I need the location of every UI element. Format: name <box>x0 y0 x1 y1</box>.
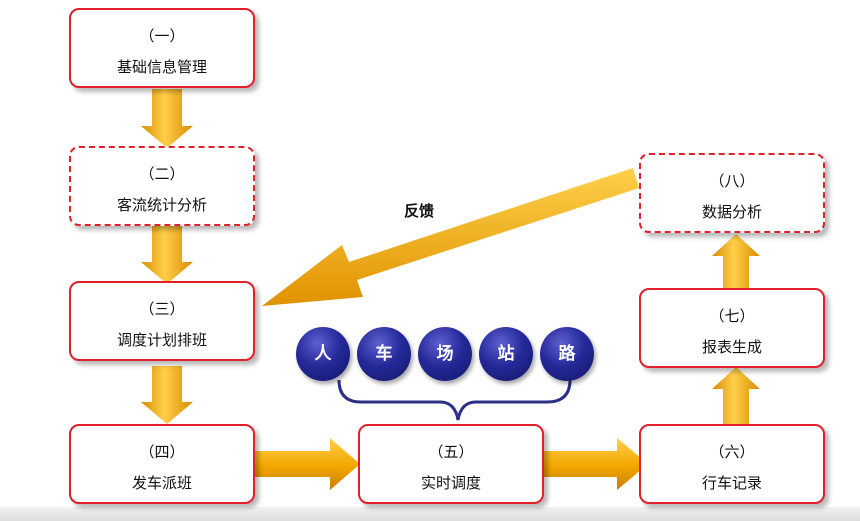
feedback-label: 反馈 <box>404 202 435 220</box>
arrow-step1-to-step2 <box>141 89 193 148</box>
step-7-box: （七） 报表生成 <box>639 288 825 368</box>
arrow-step2-to-step3 <box>141 226 193 284</box>
step-8-box: （八） 数据分析 <box>639 153 825 233</box>
step-4-number: （四） <box>139 443 185 461</box>
factor-circle-station: 站 <box>479 327 533 381</box>
step-5-box: （五） 实时调度 <box>358 424 544 504</box>
factor-circle-yard: 场 <box>418 327 472 381</box>
arrow-step3-to-step4 <box>141 366 193 424</box>
floor-strip <box>0 507 860 521</box>
step-2-label: 客流统计分析 <box>116 196 207 214</box>
step-6-number: （六） <box>709 443 755 461</box>
factor-bracket <box>337 379 572 421</box>
factor-circle-vehicle: 车 <box>357 327 411 381</box>
step-5-label: 实时调度 <box>420 474 481 492</box>
step-3-number: （三） <box>139 300 185 318</box>
factor-circle-person: 人 <box>296 327 350 381</box>
step-4-box: （四） 发车派班 <box>69 424 255 504</box>
feedback-arrow <box>262 168 639 306</box>
arrow-step7-to-step8 <box>712 234 760 290</box>
step-6-box: （六） 行车记录 <box>639 424 825 504</box>
step-3-label: 调度计划排班 <box>116 331 207 349</box>
step-8-label: 数据分析 <box>701 203 762 221</box>
step-6-label: 行车记录 <box>701 474 762 492</box>
step-7-number: （七） <box>709 307 755 325</box>
arrow-step4-to-step5 <box>255 438 360 490</box>
step-5-number: （五） <box>428 443 474 461</box>
step-2-number: （二） <box>139 165 185 183</box>
factor-circle-route: 路 <box>540 327 594 381</box>
step-1-box: （一） 基础信息管理 <box>69 8 255 88</box>
step-4-label: 发车派班 <box>131 474 192 492</box>
step-2-box: （二） 客流统计分析 <box>69 146 255 226</box>
step-7-label: 报表生成 <box>701 338 762 356</box>
arrow-step5-to-step6 <box>544 438 648 490</box>
step-8-number: （八） <box>709 172 755 190</box>
step-3-box: （三） 调度计划排班 <box>69 281 255 361</box>
arrow-step6-to-step7 <box>712 367 760 424</box>
step-1-number: （一） <box>139 27 185 45</box>
step-1-label: 基础信息管理 <box>116 58 207 76</box>
